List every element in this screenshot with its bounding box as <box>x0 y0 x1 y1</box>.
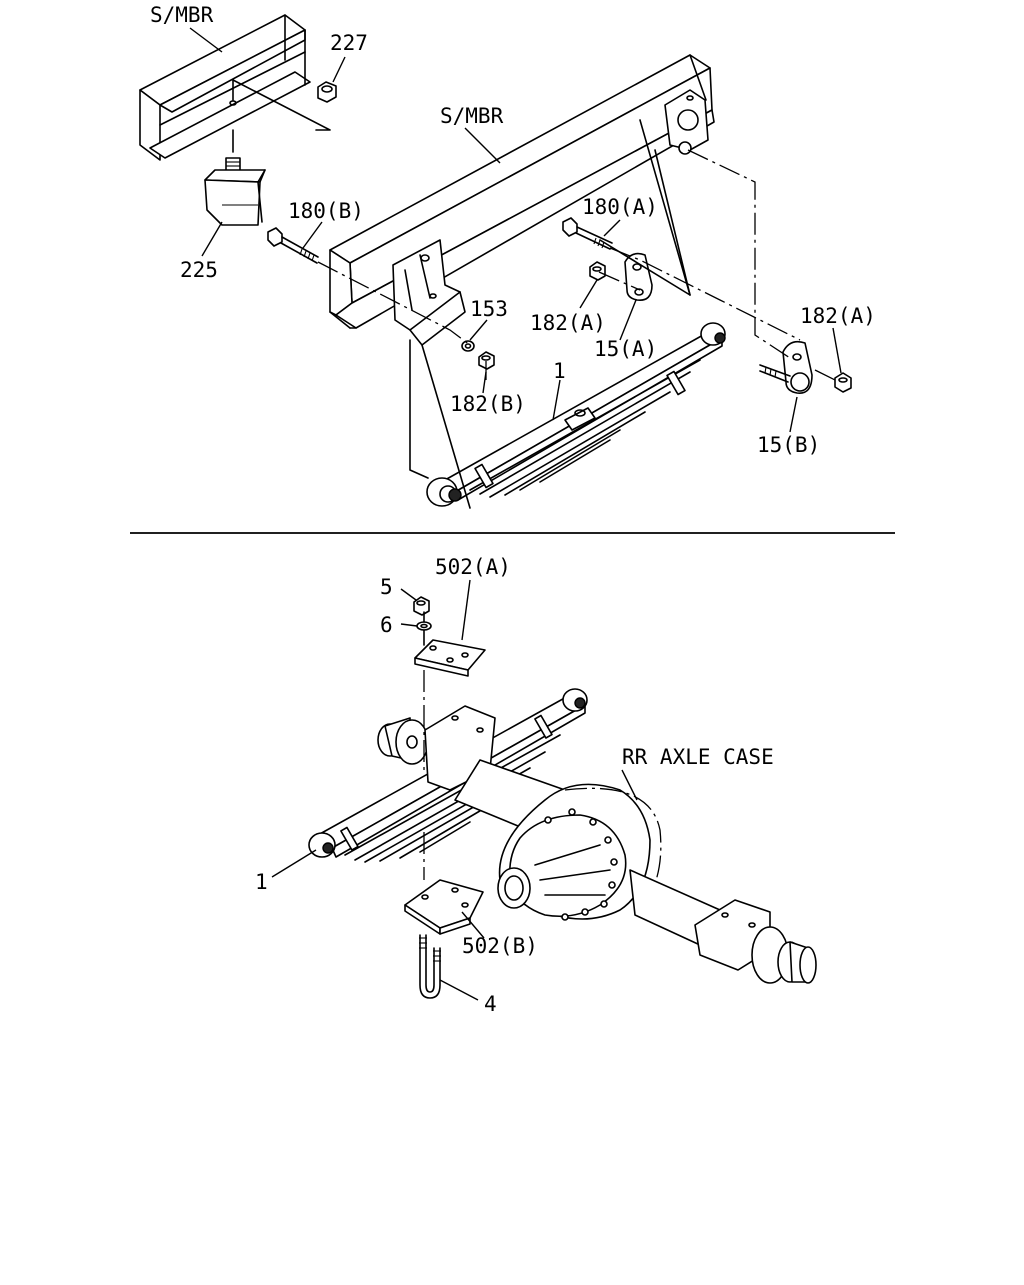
u-bolt-4 <box>419 934 441 999</box>
label-15a: 15(A) <box>594 337 657 361</box>
label-180b: 180(B) <box>288 199 364 223</box>
lower-leader-lines <box>271 579 638 1001</box>
washer-6 <box>416 621 432 631</box>
label-180a: 180(A) <box>582 195 658 219</box>
plate-502a <box>414 639 486 677</box>
label-502a: 502(A) <box>435 555 511 579</box>
nut-182b <box>478 351 495 370</box>
upper-assembly-lines <box>317 119 836 509</box>
bolt-180b <box>267 227 319 264</box>
label-4: 4 <box>484 992 497 1016</box>
bump-stopper-225 <box>204 129 266 226</box>
shackle-plate-15a <box>624 252 653 302</box>
label-5: 5 <box>380 575 393 599</box>
leaf-spring-upper <box>426 322 726 507</box>
shackle-plate-15b <box>759 340 813 394</box>
label-smbr-frame: S/MBR <box>440 104 504 128</box>
rear-axle-case <box>377 705 817 984</box>
front-hanger-bracket <box>392 239 466 346</box>
label-182a-right: 182(A) <box>800 304 876 328</box>
label-1-lower: 1 <box>255 870 268 894</box>
smbr-channel-member <box>139 14 311 161</box>
label-1-upper: 1 <box>553 359 566 383</box>
assembly-line-227 <box>232 79 331 131</box>
nut-182a-right <box>834 372 852 393</box>
bolt-180a <box>562 217 613 250</box>
label-182a-left: 182(A) <box>530 311 606 335</box>
main-frame-member <box>329 54 715 329</box>
washer-153 <box>461 340 475 352</box>
plate-502b <box>404 879 484 935</box>
label-15b: 15(B) <box>757 433 820 457</box>
label-rr-axle-case: RR AXLE CASE <box>622 745 774 769</box>
nut-182a-left <box>589 261 606 281</box>
label-153: 153 <box>470 297 508 321</box>
nut-227 <box>317 81 337 103</box>
rear-shackle-bracket <box>664 89 709 155</box>
upper-leader-lines <box>189 27 842 433</box>
label-502b: 502(B) <box>462 934 538 958</box>
label-227: 227 <box>330 31 368 55</box>
nut-5 <box>413 596 430 616</box>
label-225: 225 <box>180 258 218 282</box>
label-6: 6 <box>380 613 393 637</box>
label-182b: 182(B) <box>450 392 526 416</box>
label-smbr-top: S/MBR <box>150 3 214 27</box>
